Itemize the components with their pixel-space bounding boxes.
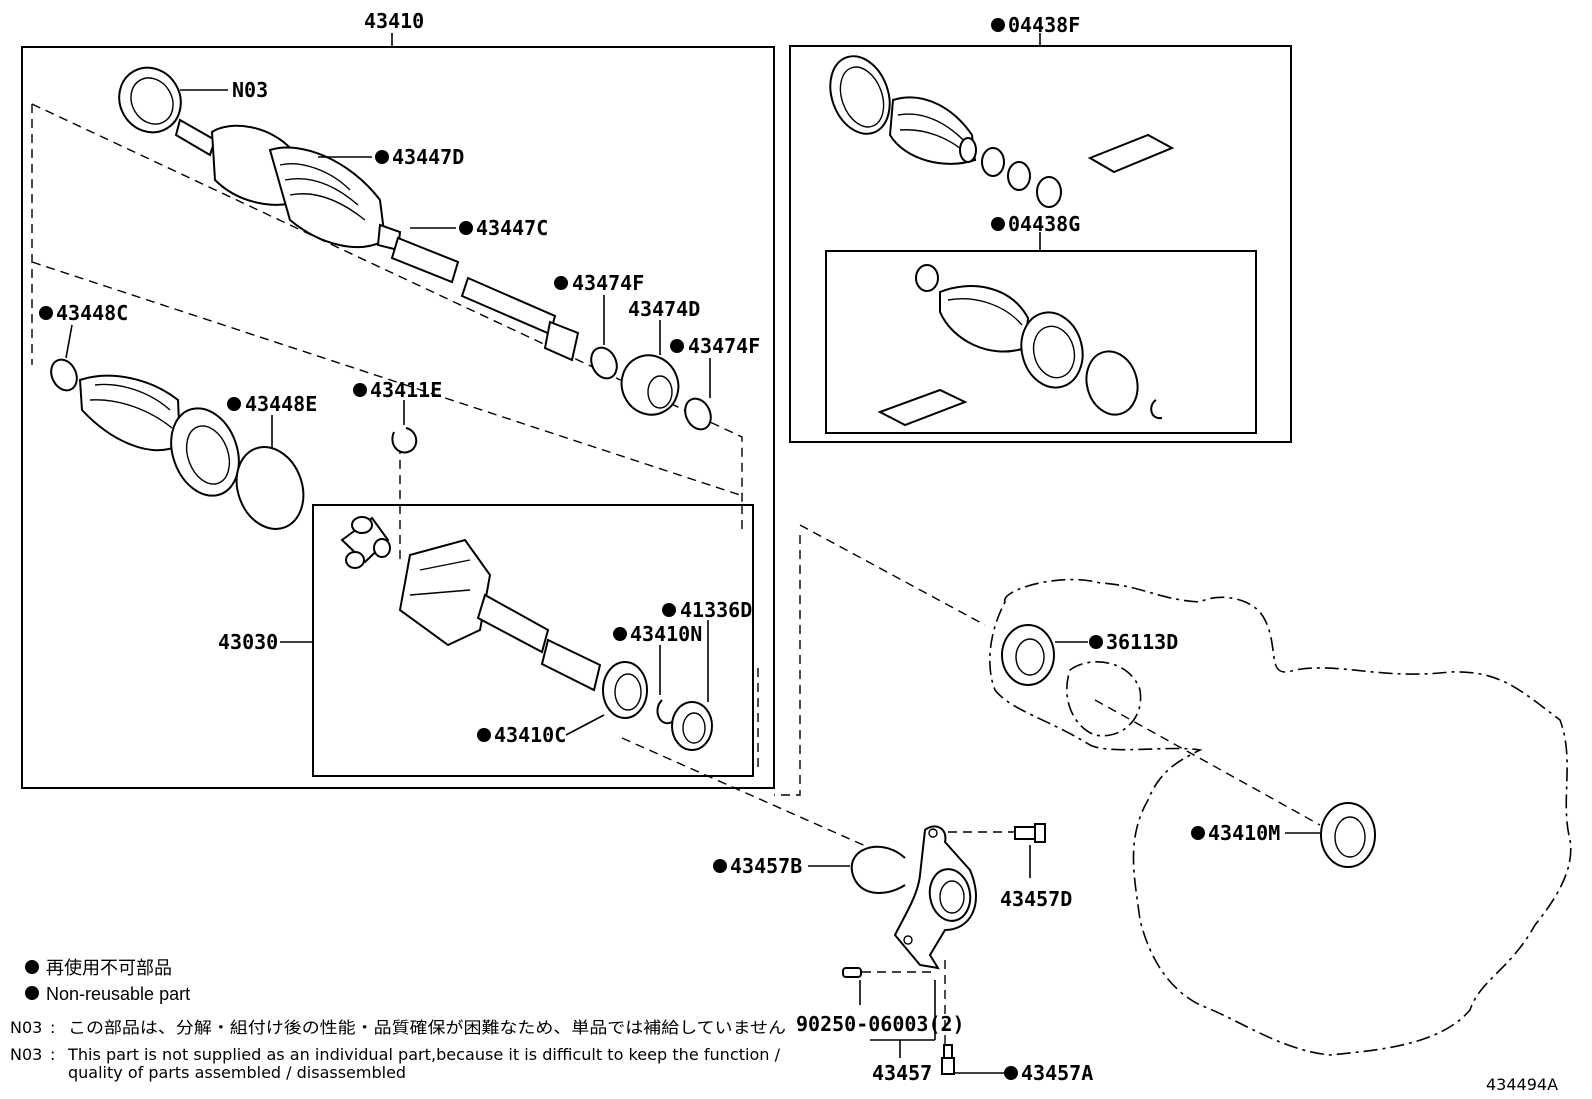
bolt-43457a	[941, 1044, 955, 1075]
oil-seal-36113d	[1001, 624, 1055, 686]
label-43474F-upper: 43474F	[572, 271, 644, 295]
label-43410: 43410	[364, 9, 424, 33]
pin-90250	[842, 967, 862, 978]
bearing-43410c	[602, 661, 648, 719]
note-en-line2: quality of parts assembled / disassemble…	[68, 1063, 406, 1082]
legend-en: Non-reusable part	[46, 984, 190, 1004]
label-90250-06003: 90250-06003(2)	[796, 1012, 965, 1036]
oil-seal-43410m	[1320, 802, 1376, 868]
snap-ring-43411e	[391, 427, 418, 454]
outboard-joint-shaft	[174, 118, 580, 362]
inboard-housing	[398, 538, 602, 692]
bolt-43457d	[1014, 823, 1046, 843]
bearing-seal-41336d	[671, 701, 713, 751]
legend-jp: 再使用不可部品	[46, 958, 172, 978]
label-43457D: 43457D	[1000, 887, 1072, 911]
damper-43474d	[620, 354, 680, 416]
inboard-boot	[78, 374, 240, 497]
label-43448C: 43448C	[56, 301, 128, 325]
label-43474D: 43474D	[628, 297, 700, 321]
label-43411E: 43411E	[370, 378, 442, 402]
label-43447D: 43447D	[392, 145, 464, 169]
boot-kit-f-parts	[829, 55, 1175, 208]
clamp-43448c	[50, 358, 78, 392]
label-n03: N03	[232, 78, 268, 102]
inboard-joint-frame	[312, 504, 754, 777]
assembly-frame	[21, 46, 775, 789]
label-43457B: 43457B	[730, 854, 802, 878]
tripod-joint	[340, 516, 391, 569]
label-43410N: 43410N	[630, 622, 702, 646]
label-41336D: 41336D	[680, 598, 752, 622]
label-43474F-lower: 43474F	[688, 334, 760, 358]
figure-id: 434494A	[1486, 1075, 1558, 1094]
n03-seal-ring	[118, 66, 182, 134]
label-43410C: 43410C	[494, 723, 566, 747]
snap-ring-43474f-upper	[590, 346, 618, 380]
label-43457: 43457	[872, 1061, 932, 1085]
note-sep-jp: :	[50, 1018, 55, 1037]
label-36113D: 36113D	[1106, 630, 1178, 654]
boot-kit-g-parts	[877, 264, 1163, 427]
label-43030: 43030	[218, 630, 278, 654]
label-43448E: 43448E	[245, 392, 317, 416]
note-jp: この部品は、分解・組付け後の性能・品質確保が困難なため、単品では補給していません	[68, 1018, 786, 1037]
note-key-jp: N03	[10, 1018, 42, 1037]
label-43447C: 43447C	[476, 216, 548, 240]
snap-ring-43457b	[850, 845, 906, 894]
label-43457A: 43457A	[1021, 1061, 1093, 1085]
label-04438F: 04438F	[1008, 13, 1080, 37]
label-43410M: 43410M	[1208, 821, 1280, 845]
transmission-outline	[989, 578, 1572, 1056]
note-sep-en: :	[50, 1045, 55, 1064]
snap-ring-43410n	[656, 699, 673, 725]
label-04438G: 04438G	[1008, 212, 1080, 236]
bracket-43457	[893, 825, 977, 970]
snap-ring-43474f-lower	[684, 397, 712, 431]
boot-kit-g-frame	[825, 250, 1257, 434]
clamp-43448e	[235, 446, 305, 530]
note-key-en: N03	[10, 1045, 42, 1064]
note-en-line1: This part is not supplied as an individu…	[67, 1045, 781, 1064]
